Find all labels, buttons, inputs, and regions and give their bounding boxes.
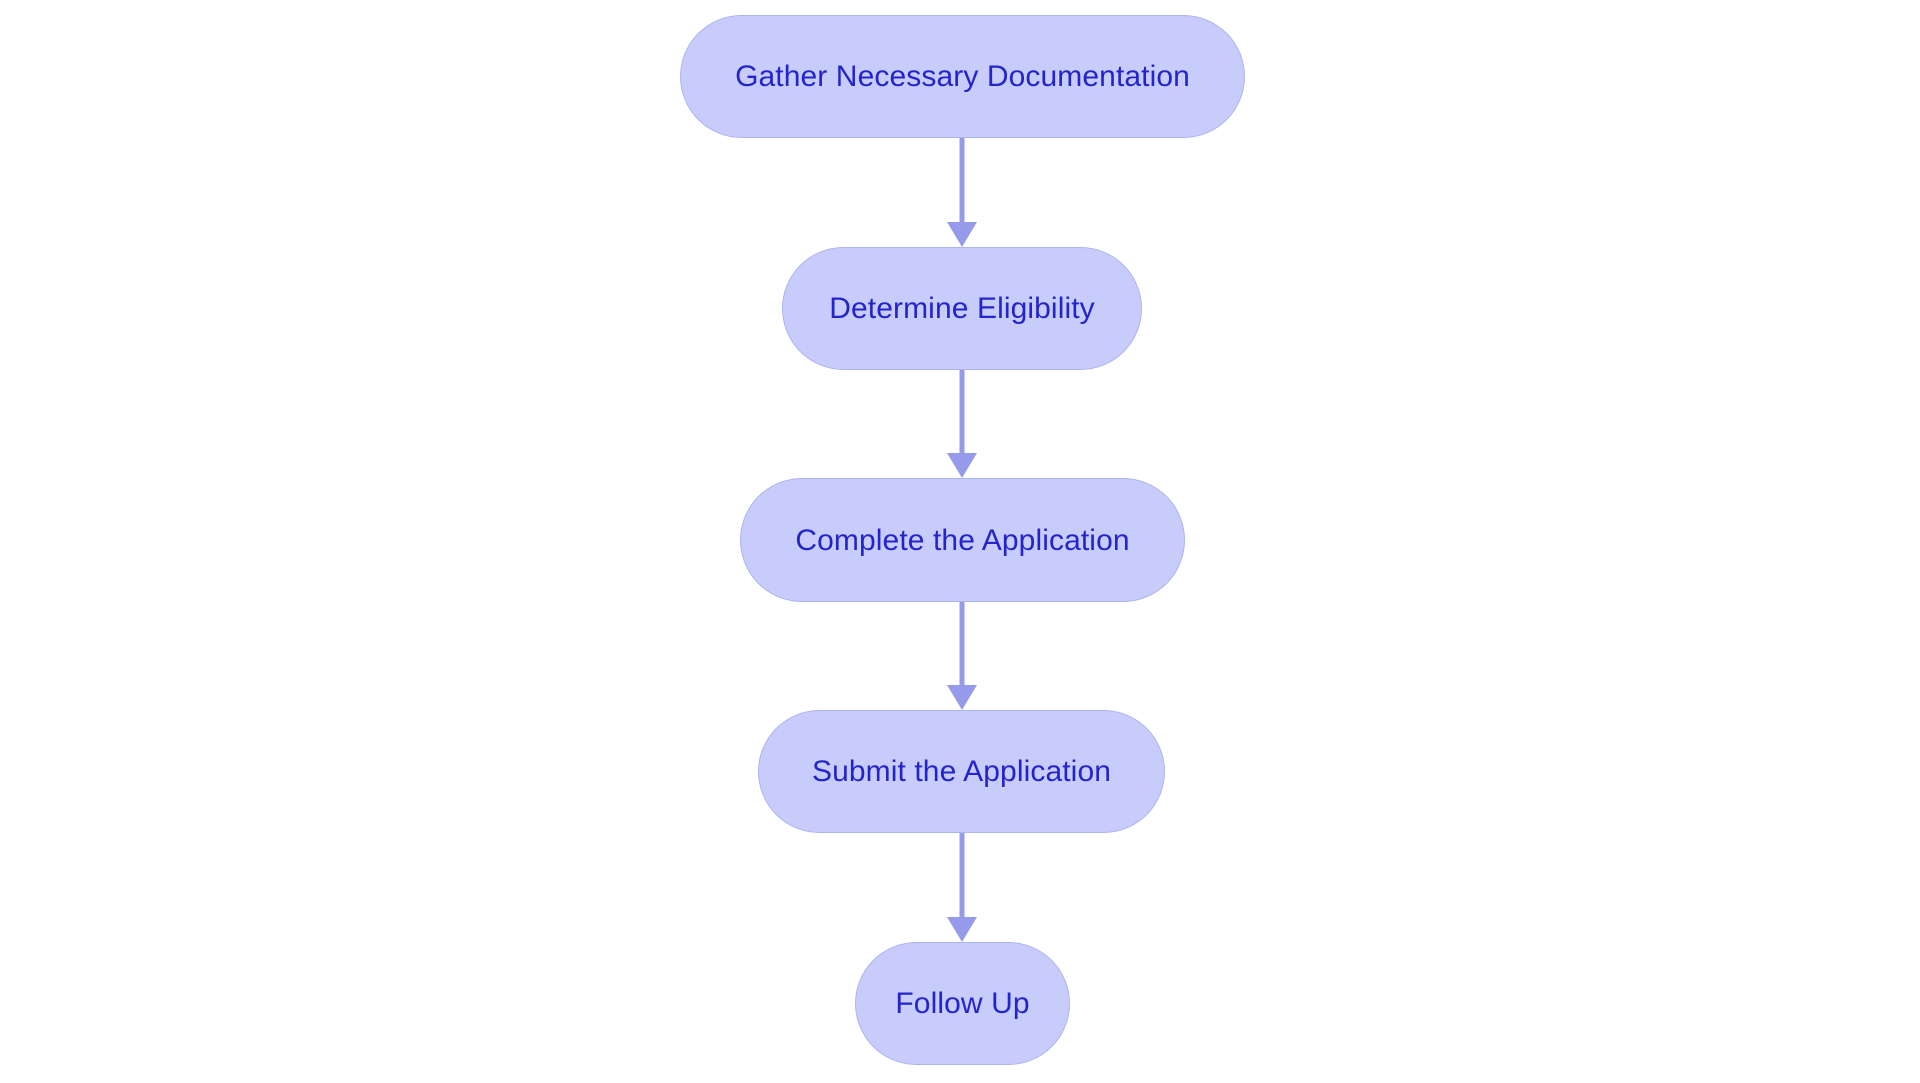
edge-line	[959, 138, 965, 224]
flow-edge	[947, 370, 977, 478]
flow-node-label: Determine Eligibility	[829, 292, 1095, 325]
flow-node-label: Submit the Application	[811, 755, 1112, 788]
edge-arrowhead-icon	[947, 453, 977, 478]
flow-node-n3[interactable]: Complete the Application	[740, 478, 1185, 602]
edge-line	[959, 370, 965, 455]
flow-node-n5[interactable]: Follow Up	[855, 942, 1070, 1065]
flow-node-label: Complete the Application	[795, 523, 1130, 557]
flow-edge	[947, 602, 977, 710]
flow-node-n4[interactable]: Submit the Application	[758, 710, 1165, 833]
flow-node-n2[interactable]: Determine Eligibility	[782, 247, 1142, 370]
flow-edge	[947, 138, 977, 247]
flow-edge	[947, 833, 977, 942]
flow-node-n1[interactable]: Gather Necessary Documentation	[680, 15, 1245, 138]
edge-arrowhead-icon	[947, 685, 977, 710]
edge-arrowhead-icon	[947, 917, 977, 942]
edge-line	[959, 833, 965, 919]
edge-arrowhead-icon	[947, 222, 977, 247]
flow-node-label: Gather Necessary Documentation	[735, 60, 1190, 93]
edge-line	[959, 602, 965, 687]
flow-node-label: Follow Up	[895, 987, 1030, 1020]
